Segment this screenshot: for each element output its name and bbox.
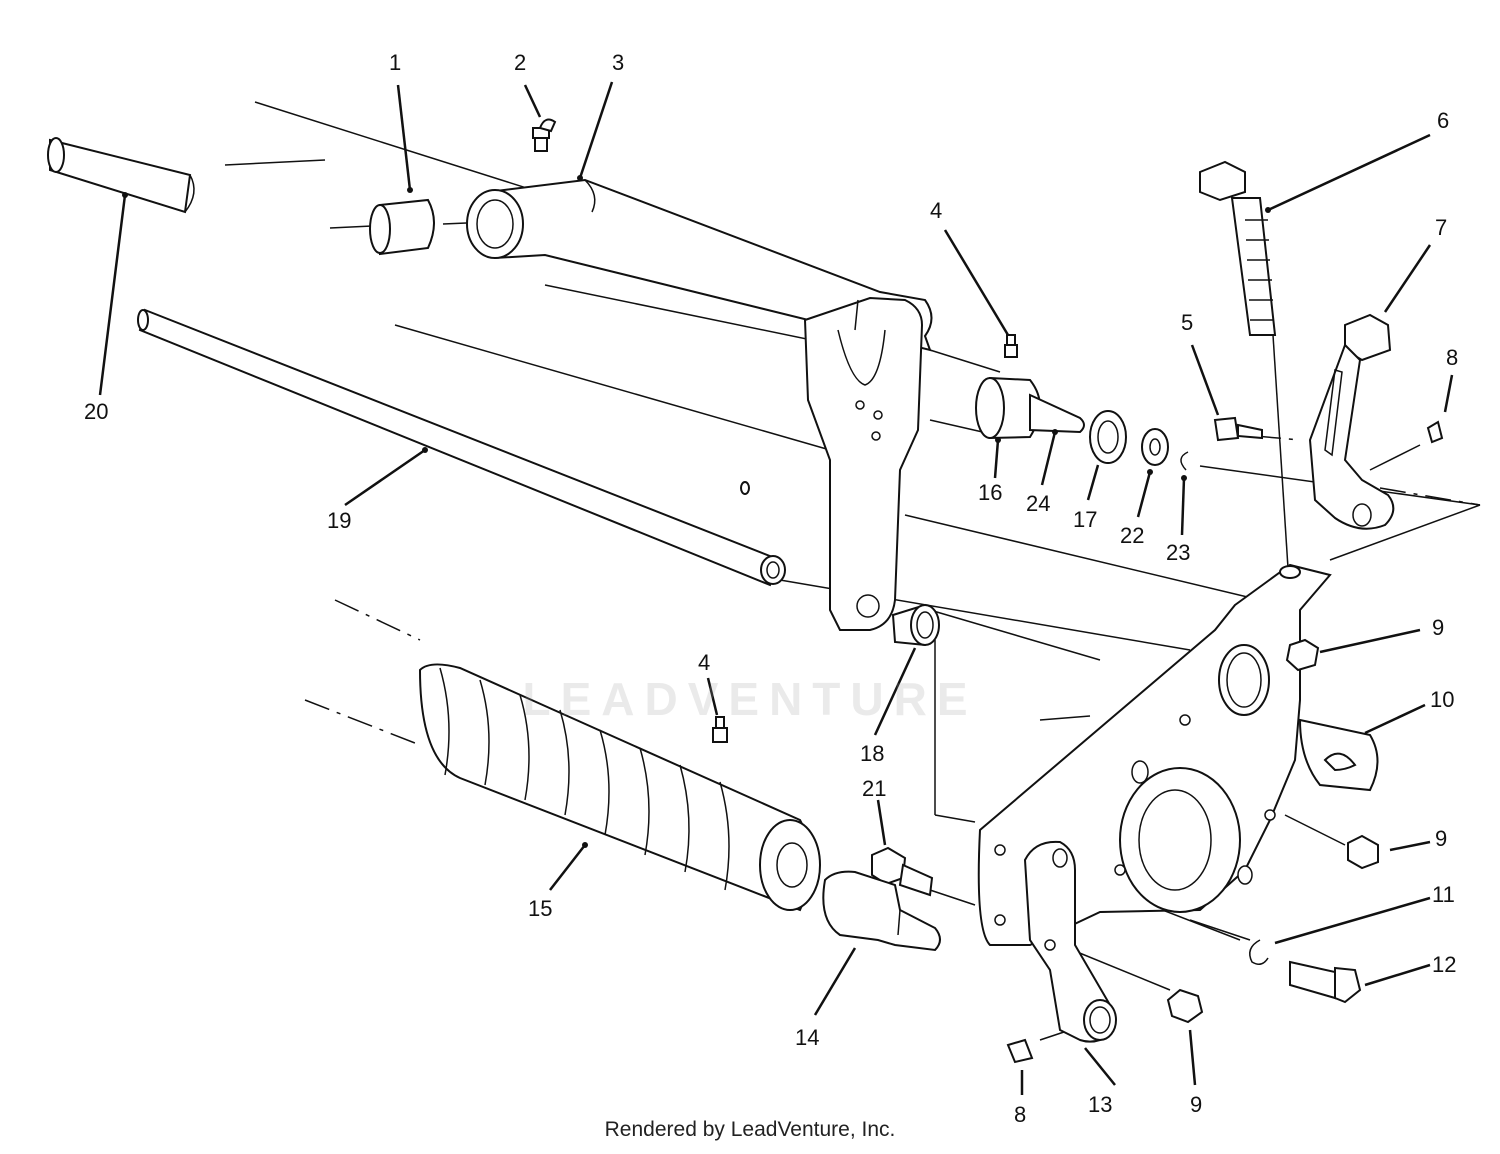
- part-bolt-5: [1213, 416, 1263, 442]
- alignment-lines: [224, 101, 1481, 1041]
- callout-9-lower: 9: [1190, 1092, 1202, 1117]
- callout-10: 10: [1430, 687, 1454, 712]
- part-clip-23: [1180, 451, 1189, 471]
- part-grease-fitting-4a: [1004, 334, 1018, 358]
- part-bearing-17: [1089, 410, 1127, 464]
- watermark-text: LEADVENTURE: [522, 673, 978, 725]
- callout-15: 15: [528, 896, 552, 921]
- part-bushing-1: [369, 198, 435, 256]
- callout-11: 11: [1432, 882, 1455, 907]
- part-bolt-21: [871, 846, 934, 897]
- part-bolt-12: [1289, 960, 1362, 1004]
- callout-9-upper: 9: [1432, 615, 1444, 640]
- part-e-clip-11: [1249, 939, 1269, 965]
- callout-5: 5: [1181, 310, 1193, 335]
- callout-7: 7: [1435, 215, 1447, 240]
- part-clamp-10: [1298, 718, 1379, 792]
- callout-19: 19: [327, 508, 351, 533]
- part-grease-fitting-2: [532, 118, 557, 152]
- part-pivot-pin-14: [822, 870, 941, 952]
- part-shaft-20: [47, 137, 195, 214]
- part-tube-3: [466, 178, 933, 352]
- callout-16: 16: [978, 480, 1002, 505]
- part-nut-9a: [1285, 638, 1320, 672]
- callout-17: 17: [1073, 507, 1097, 532]
- callout-22: 22: [1120, 523, 1144, 548]
- callout-leaders: [98, 81, 1454, 1095]
- callout-21: 21: [862, 776, 886, 801]
- callout-8-upper: 8: [1446, 345, 1458, 370]
- callout-2: 2: [514, 50, 526, 75]
- callout-9-middle: 9: [1435, 826, 1447, 851]
- part-bolt-6: [1199, 160, 1277, 336]
- part-housing-16: [975, 376, 1085, 440]
- part-arm: [740, 296, 924, 631]
- part-grease-fitting-4b: [712, 716, 728, 743]
- callout-23: 23: [1166, 540, 1190, 565]
- callout-18: 18: [860, 741, 884, 766]
- callout-6: 6: [1437, 108, 1449, 133]
- callout-1: 1: [389, 50, 401, 75]
- part-rod-19: [137, 308, 786, 587]
- part-lever-13: [1023, 840, 1117, 1043]
- callout-4-upper: 4: [930, 198, 942, 223]
- part-nut-9b: [1347, 834, 1379, 870]
- part-washer-22: [1141, 428, 1169, 466]
- callout-8-lower: 8: [1014, 1102, 1026, 1127]
- render-credit: Rendered by LeadVenture, Inc.: [604, 1118, 896, 1141]
- part-set-screw-8b: [1006, 1038, 1034, 1064]
- part-nut-9c: [1166, 988, 1204, 1024]
- callout-4-lower: 4: [698, 650, 710, 675]
- callout-13: 13: [1088, 1092, 1112, 1117]
- part-set-screw-8a: [1426, 420, 1444, 444]
- callout-3: 3: [612, 50, 624, 75]
- part-spacer-18: [891, 603, 940, 647]
- callout-14: 14: [795, 1025, 819, 1050]
- callout-12: 12: [1432, 952, 1456, 977]
- callout-labels: 1 2 3 4 4 5 6 7 8 8 9 9 9 10 11 12 13 14…: [84, 50, 1458, 1127]
- callout-24: 24: [1026, 491, 1050, 516]
- callout-20: 20: [84, 399, 108, 424]
- part-link-7: [1308, 313, 1395, 530]
- part-spring-15: [418, 663, 821, 912]
